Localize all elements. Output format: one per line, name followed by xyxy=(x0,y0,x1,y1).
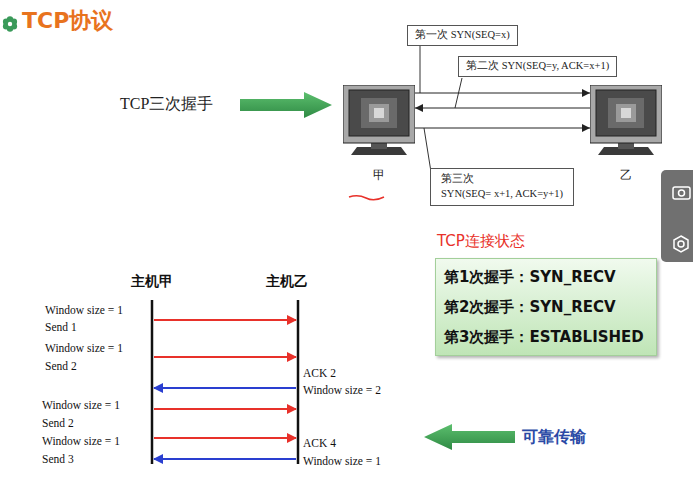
send-note: Send 2 xyxy=(45,360,77,373)
ack-arrow xyxy=(154,458,296,460)
send-arrow xyxy=(154,356,296,358)
computer-node: 乙 xyxy=(590,85,662,184)
window-note: Window size = 1 xyxy=(303,455,381,468)
computer-icon xyxy=(343,85,415,157)
callout-text: 第一次 SYN(SEQ=x) xyxy=(415,28,510,43)
icon-center xyxy=(8,22,12,26)
lifeline xyxy=(297,300,300,464)
status-line: 第1次握手：SYN_RECV xyxy=(444,262,648,292)
monitor-screen xyxy=(596,90,656,136)
leader-line xyxy=(420,46,421,93)
send-note: Send 2 xyxy=(42,417,74,430)
screen-square xyxy=(616,104,636,122)
window-note: Window size = 2 xyxy=(303,384,381,397)
leader-line xyxy=(424,128,431,172)
ack-note: ACK 4 xyxy=(303,437,336,450)
computer-label: 乙 xyxy=(590,167,662,184)
red-underline xyxy=(349,196,384,200)
computer-icon xyxy=(590,85,662,157)
send-arrow xyxy=(154,408,296,410)
callout-text: SYN(SEQ= x+1, ACK=y+1) xyxy=(441,187,563,202)
callout-box: 第一次 SYN(SEQ=x) xyxy=(407,25,518,46)
title-flower-icon xyxy=(3,16,17,31)
status-line: 第3次握手：ESTABLISHED xyxy=(444,322,648,352)
callout-text: 第二次 SYN(SEQ=y, ACK=x+1) xyxy=(466,59,609,74)
callout-text: 第三次 xyxy=(441,172,563,187)
camera-lens xyxy=(679,190,685,196)
handshake-arrow xyxy=(415,108,590,109)
page-title: TCP协议 xyxy=(22,9,113,33)
callout-box: 第三次SYN(SEQ= x+1, ACK=y+1) xyxy=(430,168,574,206)
screen-square xyxy=(361,98,397,128)
handshake-arrow xyxy=(415,93,590,94)
send-arrow xyxy=(154,319,296,321)
screen-square xyxy=(374,108,384,118)
screen-square xyxy=(621,108,631,118)
screen-square xyxy=(608,98,644,128)
handshake-arrow xyxy=(415,128,590,129)
settings-center xyxy=(678,241,684,247)
section-label: TCP三次握手 xyxy=(120,95,213,113)
host-header: 主机甲 xyxy=(131,274,173,289)
side-toolbar xyxy=(661,170,693,262)
pointer-arrow xyxy=(424,424,515,450)
send-note: Send 3 xyxy=(42,453,74,466)
status-box: TCP连接状态第1次握手：SYN_RECV第2次握手：SYN_RECV第3次握手… xyxy=(435,231,657,356)
window-note: Window size = 1 xyxy=(45,304,123,317)
callout-label: 可靠传输 xyxy=(522,428,586,446)
window-note: Window size = 1 xyxy=(42,399,120,412)
monitor-screen xyxy=(349,90,409,136)
lifeline xyxy=(151,300,154,464)
window-note: Window size = 1 xyxy=(42,435,120,448)
send-note: Send 1 xyxy=(45,321,77,334)
status-heading: TCP连接状态 xyxy=(437,231,657,251)
status-panel: 第1次握手：SYN_RECV第2次握手：SYN_RECV第3次握手：ESTABL… xyxy=(435,258,657,356)
camera-icon xyxy=(673,187,690,199)
status-line: 第2次握手：SYN_RECV xyxy=(444,292,648,322)
callout-box: 第二次 SYN(SEQ=y, ACK=x+1) xyxy=(458,56,617,77)
send-arrow xyxy=(154,437,296,439)
ack-note: ACK 2 xyxy=(303,367,336,380)
window-note: Window size = 1 xyxy=(45,342,123,355)
settings-icon xyxy=(674,236,688,252)
computer-label: 甲 xyxy=(343,167,415,184)
ack-arrow xyxy=(154,387,296,389)
monitor-bezel xyxy=(590,85,662,143)
screen-square xyxy=(369,104,389,122)
host-header: 主机乙 xyxy=(266,274,308,289)
toolbar-panel xyxy=(661,170,693,262)
monitor-bezel xyxy=(343,85,415,143)
computer-node: 甲 xyxy=(343,85,415,184)
pointer-arrow xyxy=(240,92,332,118)
leader-line xyxy=(455,78,462,108)
